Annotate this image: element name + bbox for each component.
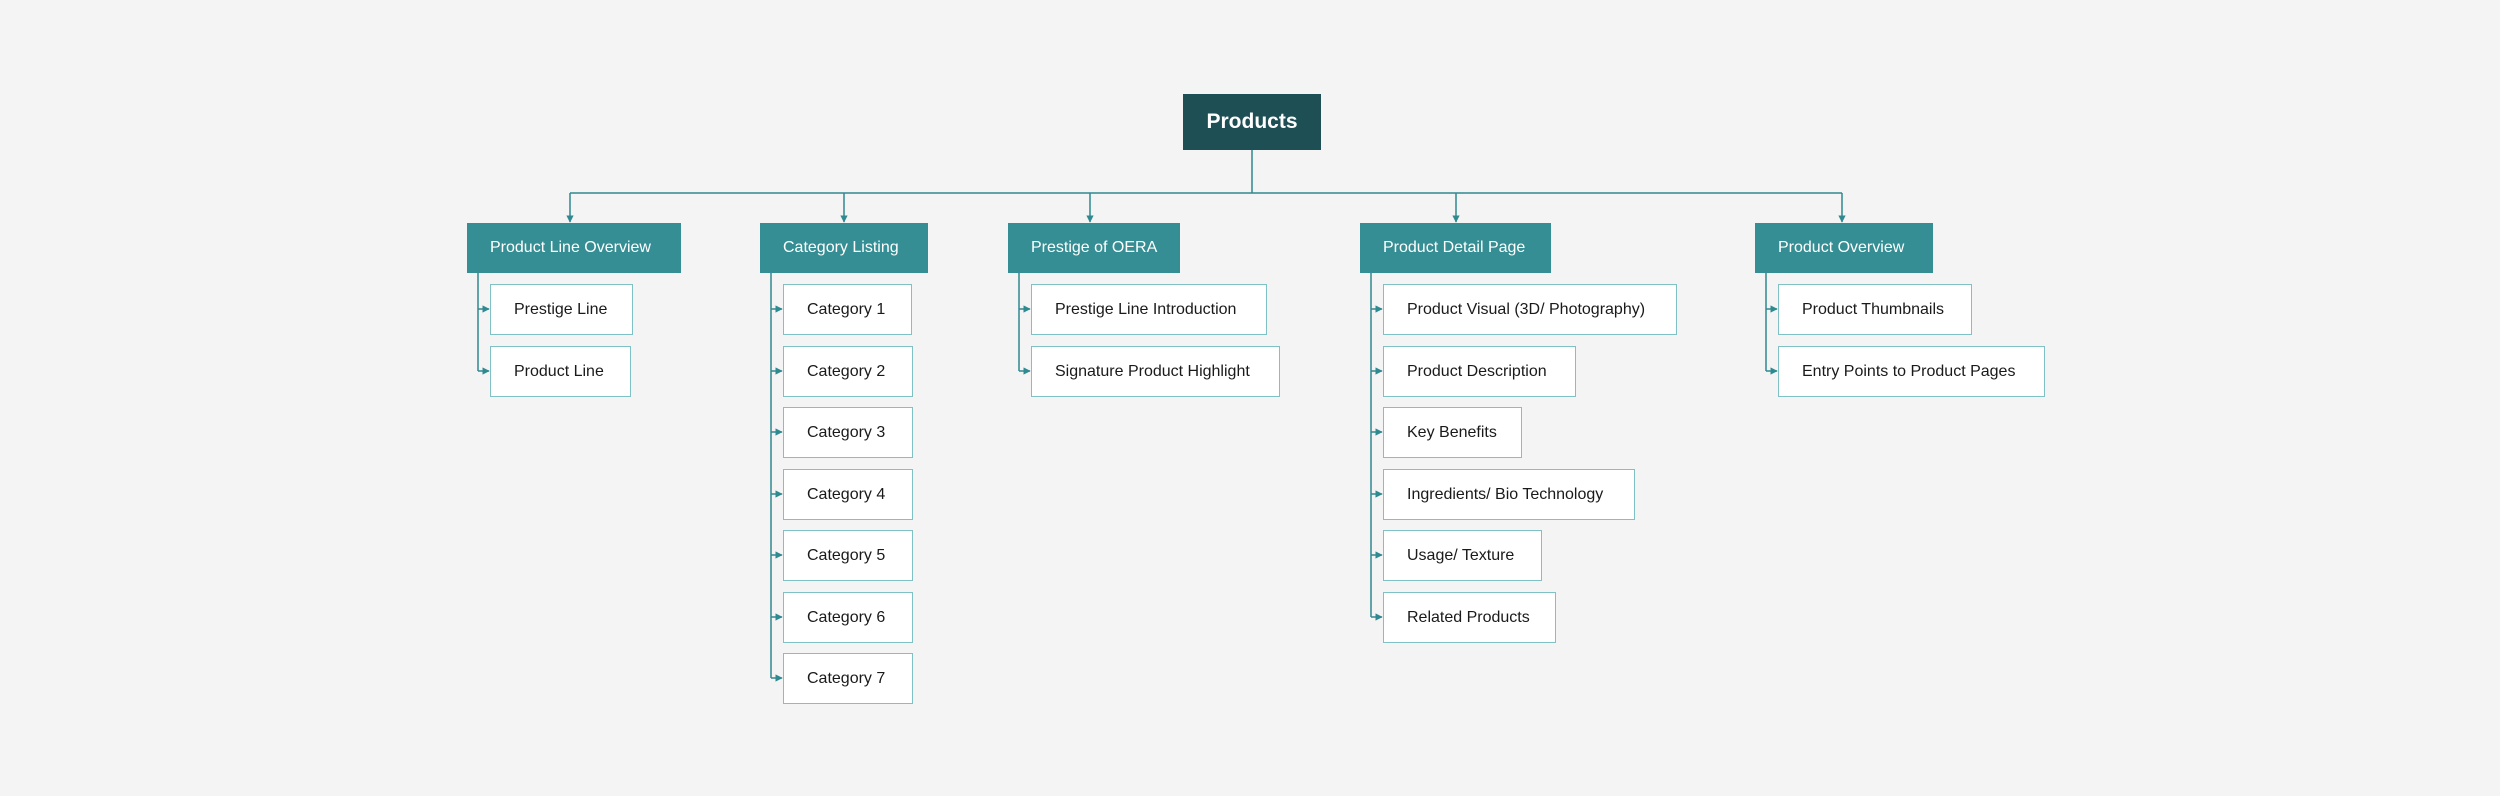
leaf-key-benefits: Key Benefits	[1383, 407, 1522, 458]
leaf-product-thumbnails: Product Thumbnails	[1778, 284, 1972, 335]
leaf-label: Category 3	[807, 423, 886, 441]
leaf-label: Prestige Line	[514, 300, 608, 318]
section-product-line-overview: Product Line Overview	[467, 223, 681, 273]
leaf-label: Product Description	[1407, 362, 1547, 380]
leaf-label: Product Visual (3D/ Photography)	[1407, 300, 1646, 318]
leaf-label: Signature Product Highlight	[1055, 362, 1250, 380]
leaf-label: Category 1	[807, 300, 886, 318]
leaf-category-3: Category 3	[783, 407, 913, 458]
section-label: Category Listing	[783, 239, 899, 256]
leaf-related-products: Related Products	[1383, 592, 1556, 643]
leaf-category-1: Category 1	[783, 284, 912, 335]
leaf-entry-points-to-product-pages: Entry Points to Product Pages	[1778, 346, 2045, 397]
leaf-label: Product Thumbnails	[1802, 300, 1944, 318]
leaf-label: Category 4	[807, 485, 886, 503]
section-label: Product Line Overview	[490, 239, 651, 256]
leaf-product-visual: Product Visual (3D/ Photography)	[1383, 284, 1677, 335]
leaf-ingredients-bio-technology: Ingredients/ Bio Technology	[1383, 469, 1635, 520]
leaf-label: Category 5	[807, 546, 886, 564]
leaf-label: Ingredients/ Bio Technology	[1407, 485, 1604, 503]
leaf-product-description: Product Description	[1383, 346, 1576, 397]
leaf-label: Usage/ Texture	[1407, 546, 1515, 564]
section-category-listing: Category Listing	[760, 223, 928, 273]
leaf-label: Related Products	[1407, 608, 1530, 626]
leaf-label: Key Benefits	[1407, 423, 1497, 441]
leaf-category-6: Category 6	[783, 592, 913, 643]
leaf-prestige-line-introduction: Prestige Line Introduction	[1031, 284, 1267, 335]
leaf-category-2: Category 2	[783, 346, 913, 397]
section-label: Prestige of OERA	[1031, 239, 1158, 256]
leaf-category-5: Category 5	[783, 530, 913, 581]
leaf-label: Entry Points to Product Pages	[1802, 362, 2016, 380]
section-label: Product Detail Page	[1383, 239, 1526, 256]
leaf-label: Category 6	[807, 608, 886, 626]
section-product-overview: Product Overview	[1755, 223, 1933, 273]
leaf-label: Category 2	[807, 362, 886, 380]
leaf-label: Product Line	[514, 362, 604, 380]
leaf-signature-product-highlight: Signature Product Highlight	[1031, 346, 1280, 397]
leaf-prestige-line: Prestige Line	[490, 284, 633, 335]
leaf-label: Prestige Line Introduction	[1055, 300, 1237, 318]
leaf-product-line: Product Line	[490, 346, 631, 397]
section-label: Product Overview	[1778, 239, 1905, 256]
section-product-detail-page: Product Detail Page	[1360, 223, 1551, 273]
section-prestige-of-oera: Prestige of OERA	[1008, 223, 1180, 273]
leaf-label: Category 7	[807, 669, 886, 687]
leaf-category-4: Category 4	[783, 469, 913, 520]
root-label: Products	[1206, 110, 1298, 133]
leaf-category-7: Category 7	[783, 653, 913, 704]
leaf-usage-texture: Usage/ Texture	[1383, 530, 1542, 581]
root-node-products: Products	[1183, 94, 1321, 150]
